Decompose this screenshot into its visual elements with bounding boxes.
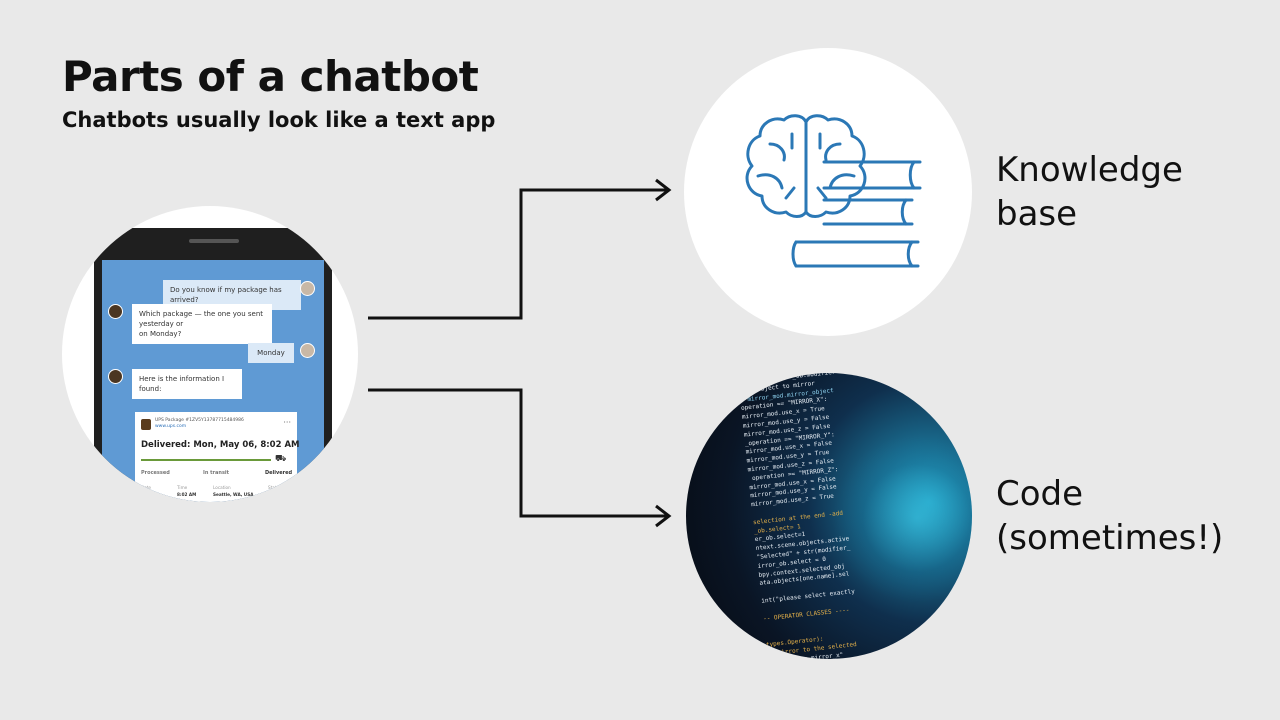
delivery-status: Delivered: Mon, May 06, 8:02 AM: [141, 440, 300, 450]
book-1: [822, 160, 922, 190]
bot-avatar: [108, 304, 123, 319]
code-label: Code (sometimes!): [996, 472, 1223, 560]
arrowhead-code: [655, 504, 672, 528]
package-id: UPS Package #1ZV5Y13787715484986: [155, 418, 244, 423]
column-header: Time: [177, 485, 188, 490]
column-value: MAY 06: [141, 492, 159, 497]
brain-books-icon: [745, 114, 922, 268]
book-3: [791, 240, 920, 268]
brain-right: [804, 114, 867, 218]
label-line: Knowledge: [996, 150, 1183, 190]
bot-message: Here is the information I found:: [132, 369, 242, 399]
stage-label: Delivered: [265, 470, 293, 476]
user-message: Monday: [248, 343, 294, 363]
package-tracking-card: UPS Package #1ZV5Y13787715484986 www.ups…: [135, 412, 300, 502]
arrow-to-knowledge-base: [368, 188, 668, 320]
bot-message-line: Which package — the one you sent yesterd…: [139, 310, 264, 328]
bot-message-line: on Monday?: [139, 330, 182, 338]
knowledge-base-label: Knowledge base: [996, 148, 1183, 236]
delivery-progress-bar: [141, 459, 271, 461]
stage-label: In transit: [203, 470, 230, 476]
arrowhead-knowledge-base: [655, 178, 672, 202]
phone-device: Do you know if my package has arrived? W…: [94, 228, 332, 502]
code-text-block: modifier_ob.modifier object to mirror mi…: [738, 373, 972, 659]
delivery-progress-fill: [141, 459, 271, 461]
bot-message: Which package — the one you sent yesterd…: [132, 304, 272, 344]
knowledge-base-circle: [684, 48, 972, 336]
phone-speaker: [189, 239, 239, 243]
column-header: Date: [141, 485, 152, 490]
label-line: Code: [996, 474, 1084, 514]
book-2: [822, 198, 914, 226]
card-header: UPS Package #1ZV5Y13787715484986 www.ups…: [141, 418, 291, 432]
user-avatar: [300, 343, 315, 358]
brain-left: [745, 114, 808, 218]
ups-logo: [141, 419, 151, 430]
more-options-icon: ···: [283, 418, 291, 427]
label-line: base: [996, 194, 1078, 234]
label-line: (sometimes!): [996, 518, 1224, 558]
bot-avatar: [108, 369, 123, 384]
chat-app-phone-circle: Do you know if my package has arrived? W…: [62, 206, 358, 502]
column-header: Status: [268, 485, 282, 490]
column-value: 8:02 AM: [177, 492, 197, 497]
column-header: Location: [213, 485, 231, 490]
chat-screen: Do you know if my package has arrived? W…: [102, 260, 324, 502]
column-value: Delivered: [268, 492, 291, 497]
arrow-to-code: [368, 388, 668, 518]
slide-subtitle: Chatbots usually look like a text app: [62, 108, 496, 132]
code-image-circle: modifier_ob.modifier object to mirror mi…: [686, 373, 972, 659]
truck-icon: ⛟: [275, 454, 287, 464]
stage-label: Processed: [141, 470, 170, 476]
user-avatar: [300, 281, 315, 296]
package-site-link: www.ups.com: [155, 424, 187, 429]
slide-title: Parts of a chatbot: [62, 52, 479, 101]
column-value: Seattle, WA, USA: [213, 492, 254, 497]
brain-folds: [756, 132, 856, 200]
code-glow: [832, 433, 972, 603]
